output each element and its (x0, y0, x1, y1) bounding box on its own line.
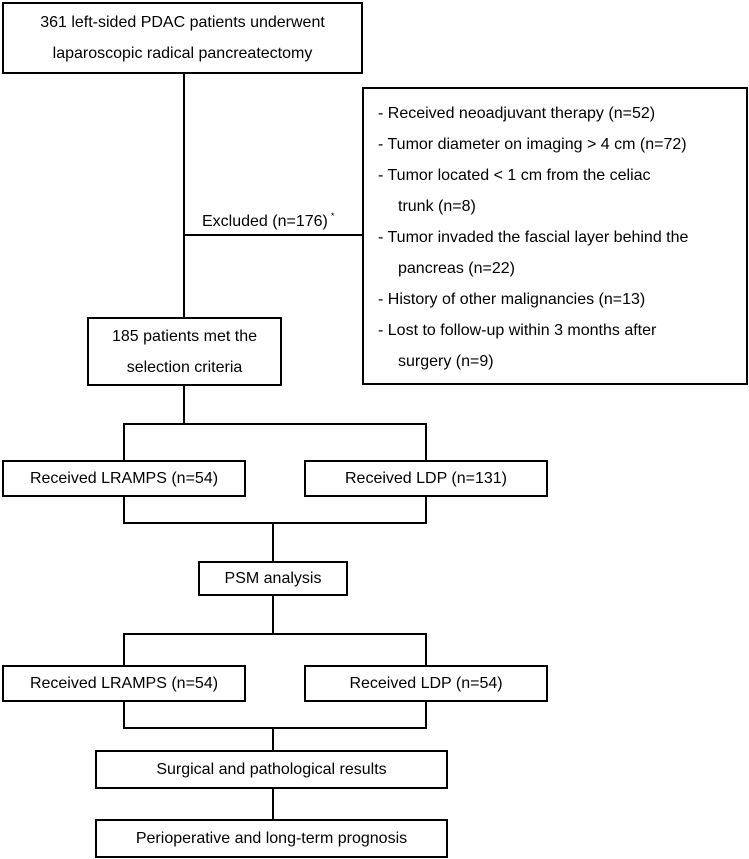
connector-left-up-2 (123, 701, 125, 729)
connector-split-top-2 (123, 633, 427, 635)
connector-right-drop-2 (425, 633, 427, 666)
pre-psm-lramps-box: Received LRAMPS (n=54) (2, 460, 246, 497)
connector-left-up-1 (123, 496, 125, 524)
connector-to-exclusion (183, 234, 364, 236)
surgical-pathological-results-box: Surgical and pathological results (95, 750, 448, 789)
connector-selected-down (183, 385, 185, 425)
exclusion-item: - Tumor located < 1 cm from the celiac (378, 167, 651, 184)
exclusion-item-continuation: trunk (n=8) (398, 198, 476, 215)
connector-merge-to-outcome1 (272, 727, 274, 751)
psm-analysis-label: PSM analysis (224, 570, 322, 587)
pre-psm-ldp-label: Received LDP (n=131) (344, 470, 508, 487)
connector-right-up-2 (425, 701, 427, 729)
selection-line-2: selection criteria (126, 358, 243, 376)
exclusion-item: - Tumor invaded the fascial layer behind… (378, 229, 689, 246)
exclusion-item: - Received neoadjuvant therapy (n=52) (378, 105, 656, 122)
prognosis-label: Perioperative and long-term prognosis (135, 830, 408, 847)
start-line-1: 361 left-sided PDAC patients underwent (40, 14, 325, 31)
exclusion-item: - Lost to follow-up within 3 months afte… (378, 322, 657, 339)
post-psm-ldp-label: Received LDP (n=54) (349, 675, 503, 692)
pre-psm-ldp-box: Received LDP (n=131) (304, 460, 548, 497)
connector-merge-2 (123, 727, 427, 729)
exclusion-item: - Tumor diameter on imaging > 4 cm (n=72… (378, 136, 687, 153)
connector-left-drop-1 (123, 423, 125, 461)
exclusion-item-continuation: pancreas (n=22) (398, 260, 515, 277)
pre-psm-lramps-label: Received LRAMPS (n=54) (29, 470, 219, 487)
connector-psm-down (272, 595, 274, 635)
connector-merge-1 (123, 522, 427, 524)
post-psm-lramps-label: Received LRAMPS (n=54) (29, 675, 219, 692)
start-line-2: laparoscopic radical pancreatectomy (52, 45, 313, 62)
exclusion-criteria-box: - Received neoadjuvant therapy (n=52) - … (362, 87, 748, 385)
connector-outcome1-to-outcome2 (272, 788, 274, 820)
prognosis-box: Perioperative and long-term prognosis (95, 819, 448, 858)
connector-start-to-selected (183, 73, 185, 317)
connector-right-up-1 (425, 496, 427, 524)
exclusion-item: - History of other malignancies (n=13) (378, 291, 646, 308)
excluded-marker: * (330, 211, 335, 221)
psm-analysis-box: PSM analysis (198, 561, 348, 596)
connector-right-drop-1 (425, 423, 427, 461)
connector-split-top-1 (123, 423, 427, 425)
excluded-label: Excluded (n=176)* (202, 206, 334, 232)
connector-left-drop-2 (123, 633, 125, 666)
connector-merge-to-psm (272, 522, 274, 562)
post-psm-ldp-box: Received LDP (n=54) (304, 665, 548, 702)
surgical-pathological-results-label: Surgical and pathological results (156, 761, 387, 778)
selection-box: 185 patients met the selection criteria (87, 317, 282, 386)
start-box: 361 left-sided PDAC patients underwent l… (2, 2, 363, 74)
post-psm-lramps-box: Received LRAMPS (n=54) (2, 665, 246, 702)
excluded-count: Excluded (n=176) (202, 213, 328, 230)
selection-line-1: 185 patients met the (112, 327, 257, 345)
exclusion-item-continuation: surgery (n=9) (398, 353, 494, 370)
